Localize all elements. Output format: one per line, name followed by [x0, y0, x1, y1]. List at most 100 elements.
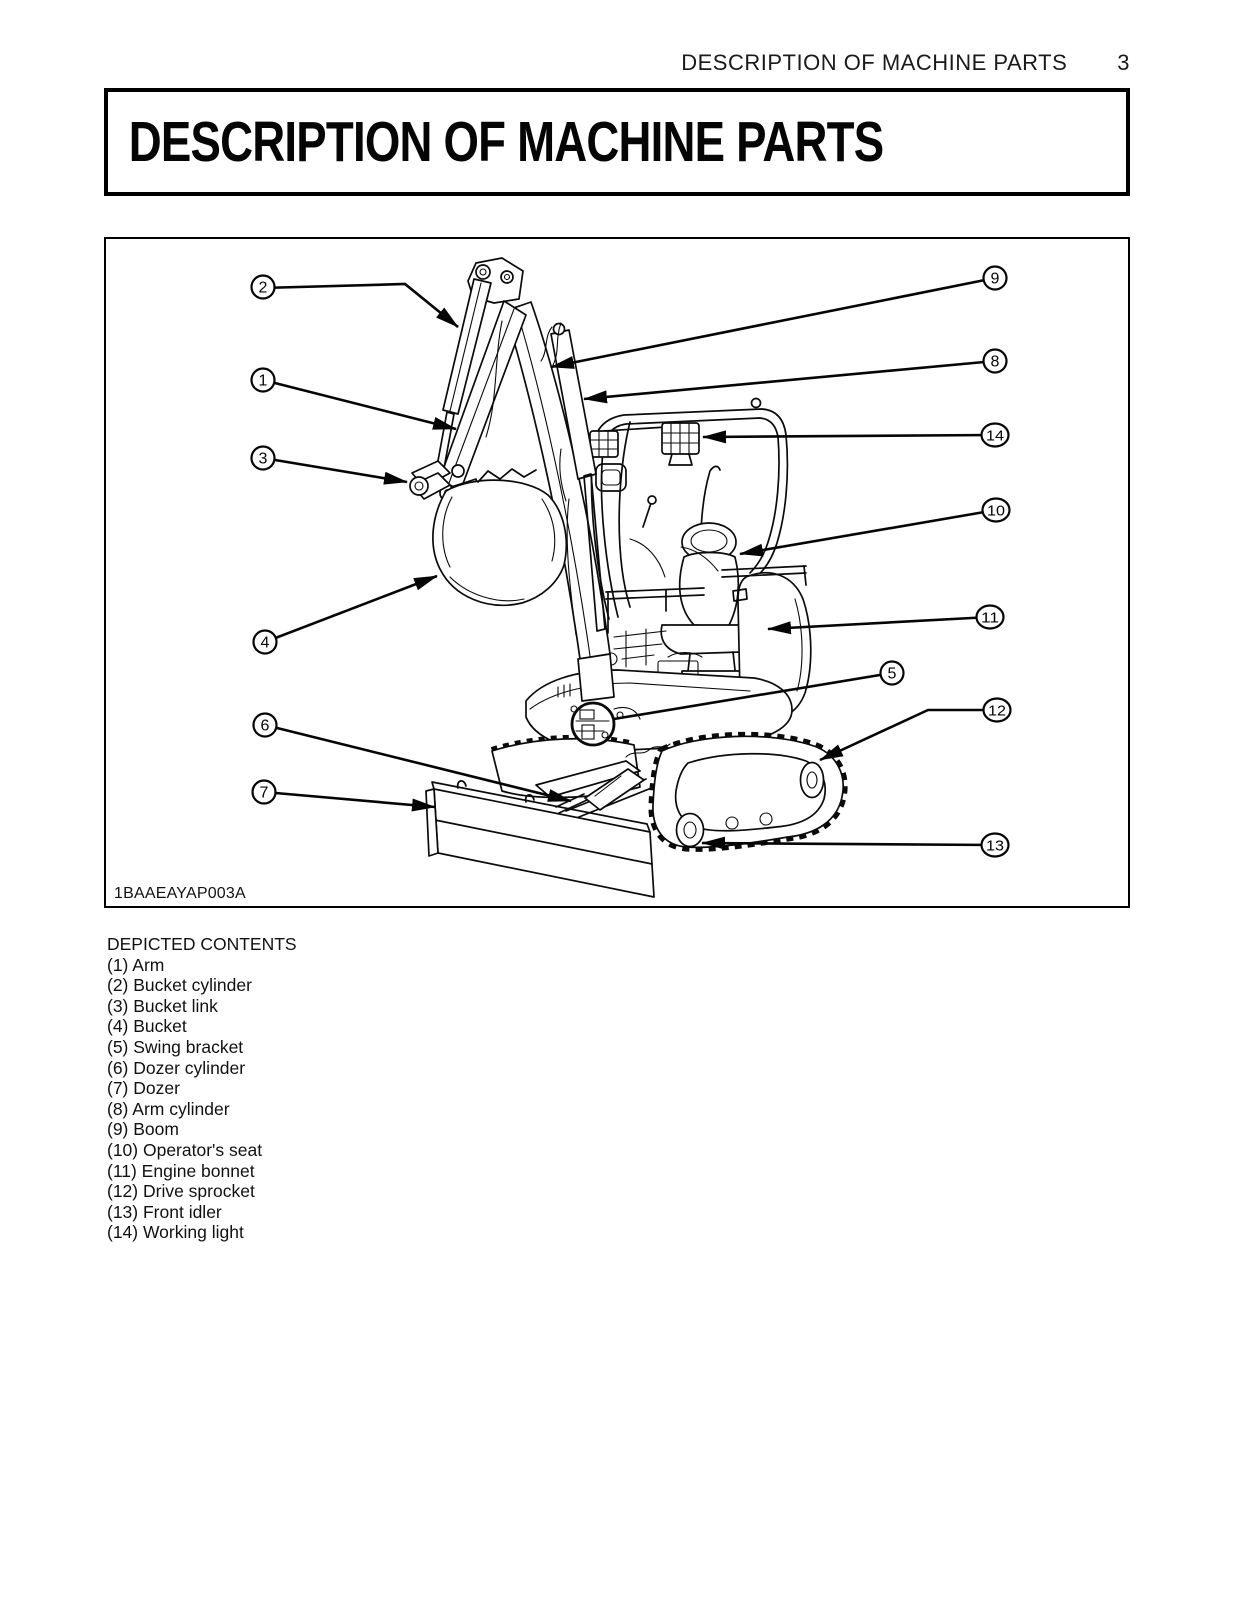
- boom-head-boss-2-pin: [503, 273, 511, 281]
- bonnet-latch: [732, 588, 748, 602]
- callout-circle: [252, 629, 278, 655]
- working-light-bracket: [668, 453, 693, 466]
- bucket-link-boss-2: [451, 464, 465, 478]
- working-light-drawing: [589, 422, 700, 466]
- leader-line: [583, 359, 996, 404]
- swing-bracket-links: [613, 706, 641, 720]
- callout-number: 9: [991, 271, 1000, 288]
- leader-line: [702, 430, 996, 444]
- canopy-emblem-frame: [595, 463, 627, 492]
- callout-13: 13: [701, 832, 1010, 858]
- callout-8: 8: [583, 348, 1008, 404]
- dozer-blade-hook-2: [524, 794, 535, 803]
- contents-item: (5) Swing bracket: [107, 1036, 244, 1057]
- running-header: DESCRIPTION OF MACHINE PARTS 3: [104, 50, 1130, 76]
- dozer-cylinder-line: [594, 775, 622, 797]
- callout-9: 9: [550, 265, 1008, 369]
- front-idler: [675, 812, 705, 848]
- engine-bonnet-crease: [794, 598, 803, 692]
- dozer-cylinder-drawing: [535, 743, 671, 820]
- leader-line: [767, 615, 991, 635]
- front-guard-rail: [605, 587, 705, 634]
- callout-circle: [975, 604, 1005, 630]
- callout-number: 13: [986, 838, 1004, 855]
- chapter-title: DESCRIPTION OF MACHINE PARTS: [128, 110, 884, 174]
- callout-number: 4: [261, 635, 270, 652]
- dozer-blade-hook-1: [456, 780, 467, 789]
- contents-item: (9) Boom: [107, 1119, 179, 1140]
- working-light-left: [589, 430, 619, 458]
- bucket-bottom-wear: [449, 576, 525, 602]
- running-header-title: DESCRIPTION OF MACHINE PARTS: [681, 50, 1068, 75]
- canopy-outer-tube: [590, 408, 789, 620]
- dozer-blade-fold: [434, 819, 653, 865]
- callout-4: 4: [252, 574, 438, 655]
- track-right-drawing: [648, 731, 848, 852]
- callout-circle: [980, 422, 1010, 448]
- canopy-left-pillar: [618, 421, 631, 608]
- figure-box: 2 1 3 4 6: [104, 237, 1130, 908]
- bucket-drawing: [432, 468, 568, 607]
- callout-number: 5: [888, 666, 897, 683]
- track-left-drawing: [490, 734, 641, 799]
- boom-hose: [559, 448, 577, 636]
- bucket-shell: [432, 479, 568, 607]
- leader-line: [264, 574, 438, 644]
- callout-circle: [982, 265, 1008, 291]
- callout-circle: [879, 660, 905, 686]
- callout-10: 10: [739, 497, 1011, 557]
- callout-7: 7: [251, 779, 436, 812]
- bucket-link-boss: [409, 476, 429, 496]
- bucket-cylinder-barrel: [442, 278, 492, 415]
- working-light-main-grid: [661, 422, 700, 455]
- contents-item: (14) Working light: [107, 1222, 244, 1243]
- contents-item: (6) Dozer cylinder: [107, 1057, 246, 1078]
- callout-circle: [250, 367, 276, 393]
- callout-circle: [250, 274, 276, 300]
- callout-circle: [251, 779, 277, 805]
- seat-drawing: [660, 522, 754, 683]
- figure-code: 1BAAEAYAP003A: [112, 885, 248, 903]
- callout-3: 3: [250, 445, 408, 485]
- page-number: 3: [1117, 50, 1130, 75]
- dozer-blade-face: [433, 788, 655, 898]
- dozer-blade-drawing: [425, 780, 655, 898]
- leader-line: [701, 836, 996, 850]
- excavator-line-art: 2 1 3 4 6: [250, 257, 1012, 898]
- contents-item: (10) Operator's seat: [107, 1139, 263, 1160]
- drive-sprocket-hub: [806, 771, 818, 789]
- bucket-cylinder-drawing: [434, 278, 492, 480]
- front-idler-drawing: [675, 812, 705, 848]
- platform-rail-drawing: [605, 495, 719, 634]
- bucket-spill-guard: [477, 468, 537, 483]
- callout-number: 1: [259, 373, 268, 390]
- callout-number: 14: [986, 428, 1004, 445]
- callout-number: 7: [260, 785, 269, 802]
- swing-bracket-drawing: [570, 701, 641, 747]
- callout-number: 2: [259, 280, 268, 297]
- leader-line: [262, 456, 408, 485]
- leader-line: [819, 708, 997, 762]
- lever-knob: [647, 495, 657, 505]
- drive-sprocket: [799, 761, 825, 799]
- contents-item: (3) Bucket link: [107, 995, 218, 1016]
- seat-back: [678, 551, 740, 628]
- arm-rib: [445, 308, 515, 492]
- callout-6: 6: [252, 712, 572, 803]
- boom-head-boss-2: [500, 270, 514, 284]
- console-lines: [629, 538, 719, 578]
- control-lever: [642, 502, 652, 528]
- drive-sprocket-drawing: [799, 761, 825, 799]
- bucket-cylinder-line: [449, 282, 482, 412]
- callout-circle: [982, 697, 1012, 723]
- dozer-cylinder-barrel: [584, 768, 645, 811]
- callout-number: 6: [261, 718, 270, 735]
- callout-number: 11: [981, 610, 999, 627]
- leader-line: [261, 282, 459, 329]
- leader-line: [550, 276, 996, 369]
- callout-5: 5: [613, 660, 905, 721]
- contents-item: (11) Engine bonnet: [107, 1160, 255, 1181]
- boom-rib: [515, 307, 591, 657]
- track-frame: [674, 752, 826, 832]
